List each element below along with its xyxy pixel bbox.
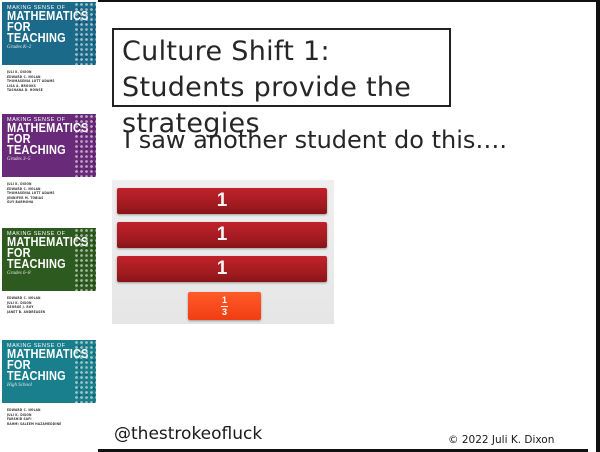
author: RAHMI SALEEM HAZAMEDDINE — [7, 421, 62, 426]
author: EDWARD C. NOLAN — [7, 296, 41, 300]
book-authors: EDWARD C. NOLAN JULI K. DIXON GEORGE J. … — [2, 291, 96, 338]
book-grade: High School — [7, 383, 32, 388]
author: EDWARD C. NOLAN — [7, 408, 41, 412]
strip-label: 1 — [216, 224, 228, 245]
book-series: MAKING SENSE OF — [7, 5, 66, 11]
author: JENNIFER M. TOBIAS — [7, 195, 44, 200]
book-cover-3-5: MAKING SENSE OF MATHEMATICS FOR TEACHING… — [2, 114, 96, 226]
book-title-line2: FOR TEACHING — [7, 358, 66, 383]
decorative-pattern — [74, 2, 96, 65]
book-cover-band: MAKING SENSE OF MATHEMATICS FOR TEACHING… — [2, 114, 96, 177]
book-covers-sidebar: MAKING SENSE OF MATHEMATICS FOR TEACHING… — [0, 0, 98, 452]
one-third-strip: 1 3 — [188, 292, 261, 320]
author: THOMASENIA LOTT ADAMS — [7, 191, 55, 196]
author: JULI K. DIXON — [7, 70, 32, 74]
author: GEORGE J. ROY — [7, 305, 34, 310]
author: EDWARD C. NOLAN — [7, 74, 41, 79]
author: THOMASENIA LOTT ADAMS — [7, 79, 55, 84]
author: GUY BARMOHA — [7, 200, 34, 205]
strip-label: 1 — [216, 258, 228, 279]
fraction-bar — [221, 306, 228, 307]
book-title-line1: MATHEMATICS — [7, 121, 89, 135]
social-handle: @thestrokeofluck — [114, 424, 263, 444]
title-box — [112, 28, 451, 107]
decorative-pattern — [74, 340, 96, 403]
book-authors: JULI K. DIXON EDWARD C. NOLAN THOMASENIA… — [2, 177, 96, 226]
book-grade: Grades 6–8 — [7, 271, 31, 276]
whole-strip: 1 — [117, 256, 327, 282]
whole-strip: 1 — [117, 222, 327, 248]
book-series: MAKING SENSE OF — [7, 117, 66, 123]
book-authors: EDWARD C. NOLAN JULI K. DIXON FARSHID SA… — [2, 403, 96, 452]
book-title-line2: FOR TEACHING — [7, 132, 66, 157]
book-title-line2: FOR TEACHING — [7, 20, 66, 45]
book-title-line1: MATHEMATICS — [7, 347, 89, 361]
author: JULI K. DIXON — [7, 182, 32, 186]
bottom-border — [98, 449, 588, 452]
slide-body-text: I saw another student do this…. — [124, 126, 508, 154]
book-cover-6-8: MAKING SENSE OF MATHEMATICS FOR TEACHING… — [2, 228, 96, 338]
author: FARSHID SAFI — [7, 417, 32, 422]
author: LISA A. BROOKS — [7, 83, 36, 88]
book-title-line1: MATHEMATICS — [7, 9, 89, 23]
whole-strip: 1 — [117, 188, 327, 214]
book-authors: JULI K. DIXON EDWARD C. NOLAN THOMASENIA… — [2, 65, 96, 112]
book-cover-k2: MAKING SENSE OF MATHEMATICS FOR TEACHING… — [2, 2, 96, 112]
strip-label: 1 — [216, 190, 228, 211]
book-cover-high-school: MAKING SENSE OF MATHEMATICS FOR TEACHING… — [2, 340, 96, 452]
author: JULI K. DIXON — [7, 412, 32, 417]
book-grade: Grades 3–5 — [7, 157, 31, 162]
author: JANET B. ANDREASEN — [7, 309, 46, 314]
author: TASHANA D. HOWSE — [7, 88, 43, 93]
book-title-line2: FOR TEACHING — [7, 246, 66, 271]
author: JULI K. DIXON — [7, 300, 32, 305]
copyright-text: © 2022 Juli K. Dixon — [448, 434, 555, 446]
decorative-pattern — [74, 114, 96, 177]
author: EDWARD C. NOLAN — [7, 186, 41, 191]
fraction-denominator: 3 — [221, 307, 227, 317]
book-title-line1: MATHEMATICS — [7, 235, 89, 249]
book-cover-band: MAKING SENSE OF MATHEMATICS FOR TEACHING… — [2, 228, 96, 291]
right-border — [596, 0, 600, 452]
slide-title: Culture Shift 1: Students provide the st… — [122, 36, 412, 139]
book-cover-band: MAKING SENSE OF MATHEMATICS FOR TEACHING… — [2, 340, 96, 403]
decorative-pattern — [74, 228, 96, 291]
book-series: MAKING SENSE OF — [7, 343, 66, 349]
top-border — [0, 0, 600, 2]
book-series: MAKING SENSE OF — [7, 231, 66, 237]
fraction-strips-photo: 1 1 1 1 3 — [112, 180, 334, 324]
fraction-numerator: 1 — [221, 295, 227, 305]
book-grade: Grades K–2 — [7, 45, 32, 50]
book-cover-band: MAKING SENSE OF MATHEMATICS FOR TEACHING… — [2, 2, 96, 65]
